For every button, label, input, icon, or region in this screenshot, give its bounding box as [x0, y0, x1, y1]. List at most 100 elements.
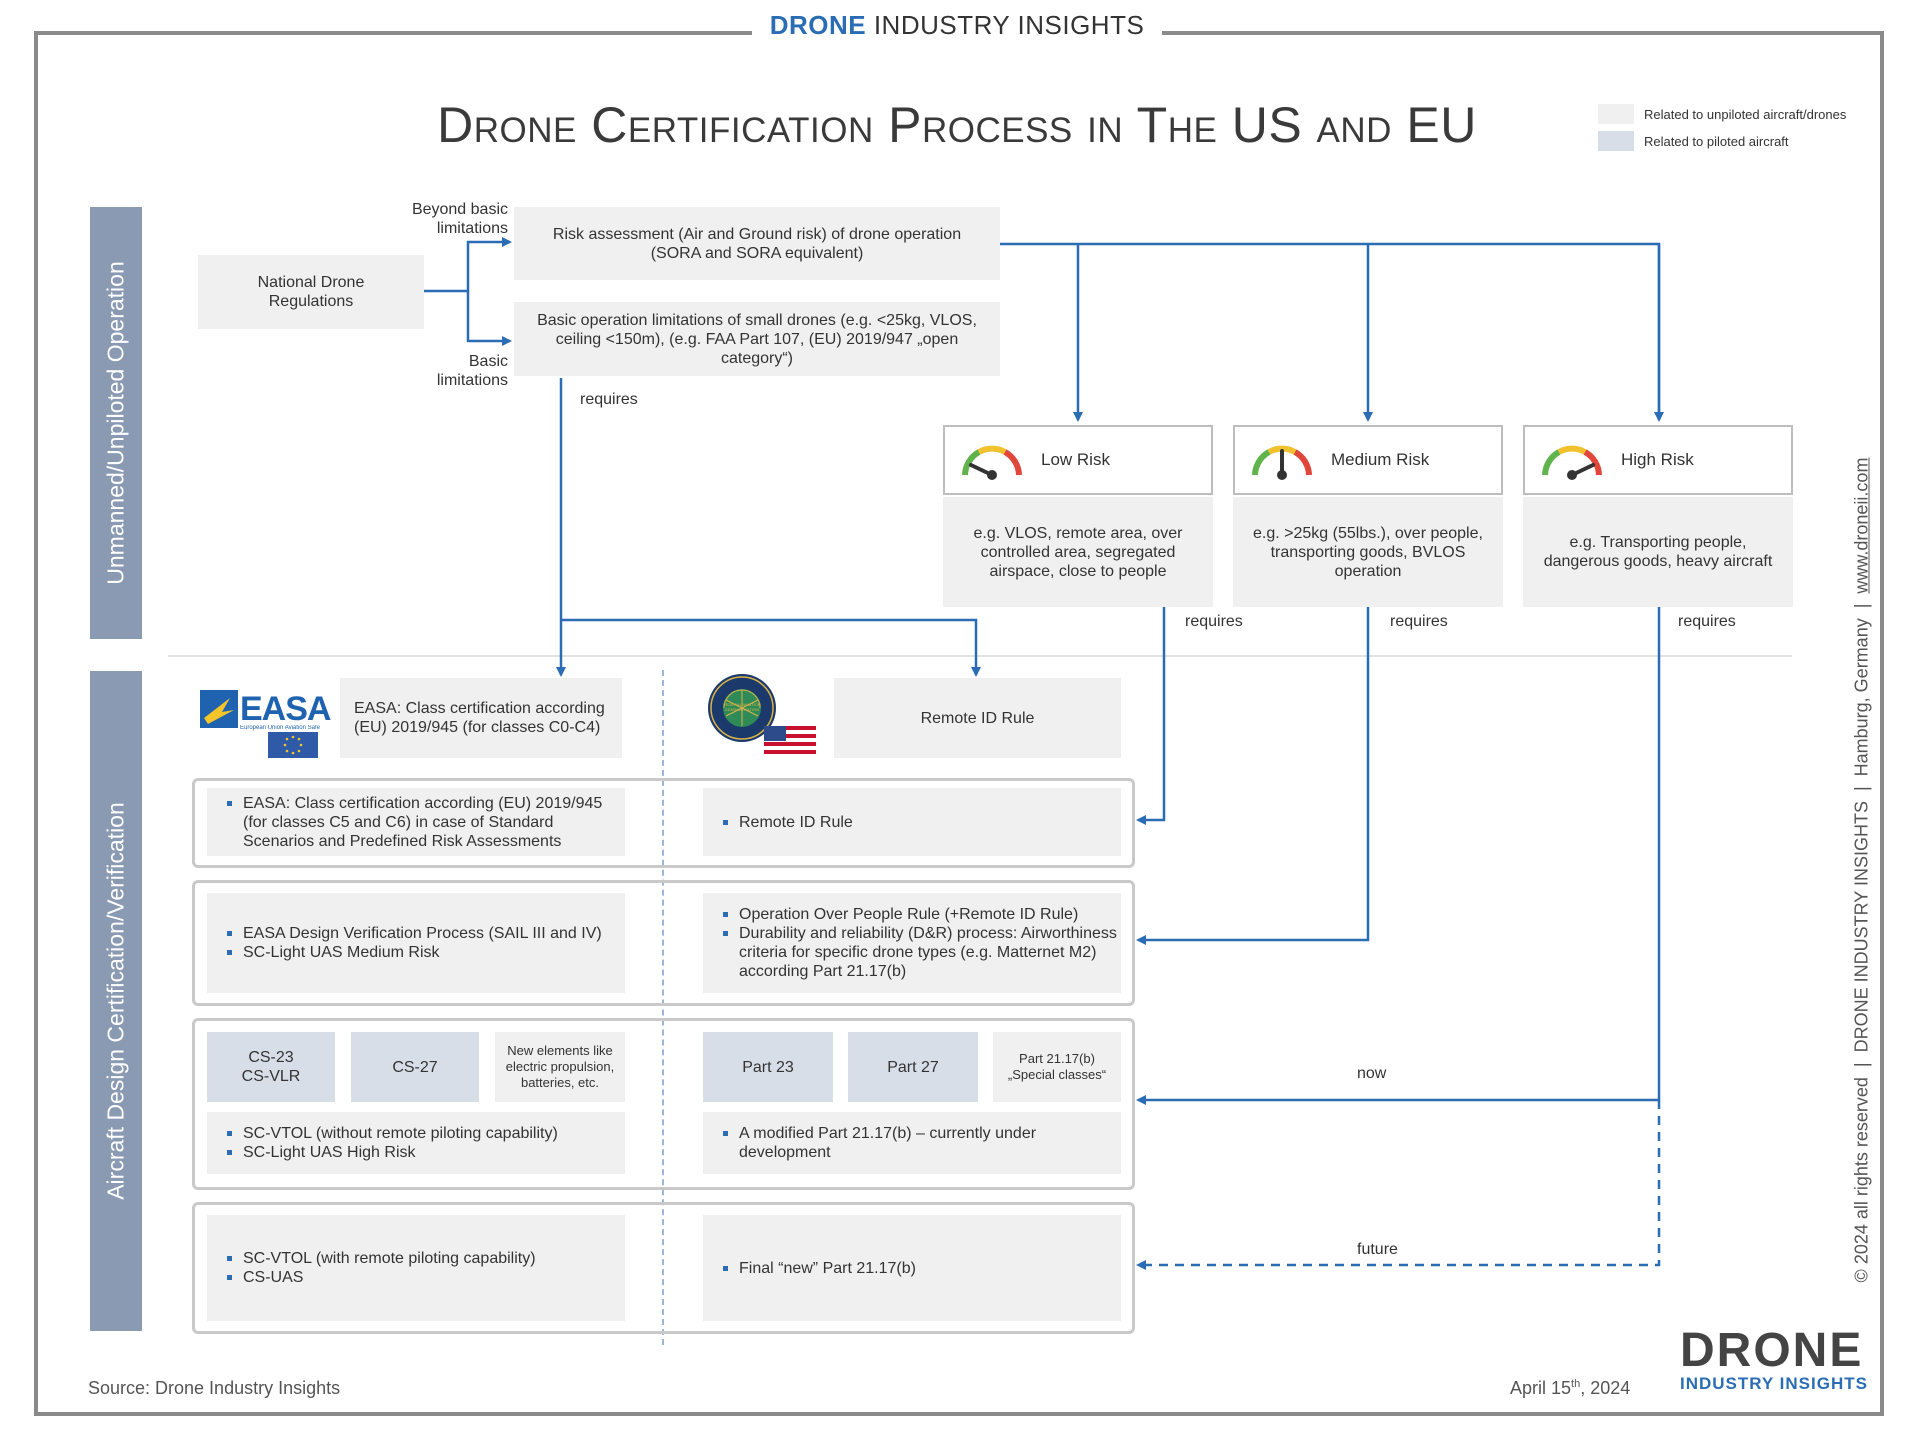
easa-logo: EASA European Union Aviation Safety Agen… — [200, 688, 331, 760]
risk-card-medium: Medium Risk e.g. >25kg (55lbs.), over pe… — [1233, 425, 1503, 607]
footer-brand-logo: DRONE INDUSTRY INSIGHTS — [1680, 1324, 1870, 1394]
row2-right-item-1: Operation Over People Rule (+Remote ID R… — [723, 905, 1121, 924]
cs27-box: CS-27 — [351, 1032, 479, 1102]
row4-left-list: SC-VTOL (with remote piloting capability… — [207, 1215, 625, 1321]
row4-right-item: Final “new” Part 21.17(b) — [723, 1259, 1121, 1278]
row1-left-item: EASA: Class certification according (EU)… — [227, 794, 625, 851]
page-title: Drone Certification Process in The US an… — [437, 97, 1477, 153]
group-medium-risk — [192, 880, 1135, 1006]
date-year: , 2024 — [1580, 1378, 1631, 1398]
risk-card-high: High Risk e.g. Transporting people, dang… — [1523, 425, 1793, 607]
risk-card-low: Low Risk e.g. VLOS, remote area, over co… — [943, 425, 1213, 607]
eu-us-divider — [662, 670, 664, 1345]
section-divider — [168, 655, 1792, 657]
arrow-to-remote-id — [561, 618, 981, 677]
part23-box: Part 23 — [703, 1032, 833, 1102]
requires-label-medium: requires — [1390, 613, 1448, 630]
national-regulations-box: National Drone Regulations — [198, 255, 424, 329]
future-label: future — [1357, 1241, 1398, 1258]
now-label: now — [1357, 1065, 1387, 1082]
row2-left-item-2: SC-Light UAS Medium Risk — [227, 943, 625, 962]
new-elements-box: New elements like electric propulsion, b… — [495, 1032, 625, 1102]
row2-left-list: EASA Design Verification Process (SAIL I… — [207, 893, 625, 993]
arrow-to-basic-ops — [466, 291, 512, 346]
part27-box: Part 27 — [848, 1032, 978, 1102]
easa-logo-mark-icon — [200, 690, 318, 758]
legend-label-piloted: Related to piloted aircraft — [1644, 133, 1789, 149]
footer-brand-top: DRONE — [1680, 1324, 1864, 1377]
row4-right-list: Final “new” Part 21.17(b) — [703, 1215, 1121, 1321]
faa-logo: FEDERAL AVIATION ADMINISTRATION — [706, 672, 822, 758]
row3-left-item-2: SC-Light UAS High Risk — [227, 1143, 625, 1162]
us-flag-icon — [764, 726, 816, 754]
faa-seal-text: FEDERAL AVIATION ADMINISTRATION — [723, 702, 761, 712]
requires-label-low: requires — [1185, 613, 1243, 630]
legend-item-unpiloted: Related to unpiloted aircraft/drones — [1598, 104, 1846, 124]
risk-low-title: Low Risk — [1041, 450, 1110, 469]
legend-item-piloted: Related to piloted aircraft — [1598, 131, 1789, 151]
group-low-risk — [192, 778, 1135, 868]
row2-left-item-1: EASA Design Verification Process (SAIL I… — [227, 924, 625, 943]
top-brand-bold: DRONE — [769, 10, 867, 40]
gauge-low-icon — [962, 445, 1022, 480]
row2-right-item-2: Durability and reliability (D&R) process… — [723, 924, 1121, 981]
risk-assessment-box: Risk assessment (Air and Ground risk) of… — [514, 207, 1000, 280]
arrow-to-risk-assessment — [424, 237, 512, 293]
risk-high-desc: e.g. Transporting people, dangerous good… — [1523, 497, 1793, 607]
risk-medium-title: Medium Risk — [1331, 450, 1430, 469]
remote-id-rule-box: Remote ID Rule — [834, 678, 1121, 758]
risk-medium-desc: e.g. >25kg (55lbs.), over people, transp… — [1233, 497, 1503, 607]
requires-label-high: requires — [1678, 613, 1736, 630]
cs23-box: CS-23 CS-VLR — [207, 1032, 335, 1102]
row3-left-list: SC-VTOL (without remote piloting capabil… — [207, 1112, 625, 1174]
copyright-credit: © 2024 all rights reserved | DRONE INDUS… — [1852, 458, 1873, 1283]
row3-left-item-1: SC-VTOL (without remote piloting capabil… — [227, 1124, 625, 1143]
risk-card-high-header: High Risk — [1523, 425, 1793, 495]
basic-limitations-label: Basic limitations — [436, 353, 508, 389]
row1-left-list: EASA: Class certification according (EU)… — [207, 788, 625, 856]
top-brand-rest: INDUSTRY INSIGHTS — [873, 10, 1145, 40]
row4-left-item-1: SC-VTOL (with remote piloting capability… — [227, 1249, 625, 1268]
arrow-medium-risk-requires — [1136, 603, 1370, 945]
date-sup: th — [1571, 1378, 1581, 1390]
credit-url[interactable]: www.droneii.com — [1851, 457, 1872, 594]
risk-card-medium-header: Medium Risk — [1233, 425, 1503, 495]
row3-right-list: A modified Part 21.17(b) – currently und… — [703, 1112, 1121, 1174]
easa-logo-subtext: European Union Aviation Safety Agency — [240, 725, 320, 731]
easa-class-cert-box: EASA: Class certification according (EU)… — [340, 678, 622, 758]
row1-right-item: Remote ID Rule — [723, 813, 1121, 832]
credit-text: © 2024 all rights reserved | DRONE INDUS… — [1851, 593, 1872, 1283]
arrow-low-risk-requires — [1136, 603, 1166, 825]
risk-card-low-header: Low Risk — [943, 425, 1213, 495]
source-note: Source: Drone Industry Insights — [88, 1378, 341, 1398]
gauge-medium-icon — [1252, 445, 1312, 480]
line-risk-assessment-branch — [1000, 242, 1661, 420]
risk-high-title: High Risk — [1621, 450, 1694, 469]
group-high-risk-now — [192, 1018, 1135, 1190]
sidebar-unmanned-operation: Unmanned/Unpiloted Operation — [90, 207, 142, 639]
row3-right-item: A modified Part 21.17(b) – currently und… — [723, 1124, 1121, 1162]
arrow-high-risk-future — [1136, 1100, 1661, 1270]
row1-right-list: Remote ID Rule — [703, 788, 1121, 856]
footer-brand-bottom: INDUSTRY INSIGHTS — [1680, 1374, 1868, 1393]
row4-left-item-2: CS-UAS — [227, 1268, 625, 1287]
legend-label-unpiloted: Related to unpiloted aircraft/drones — [1644, 106, 1847, 122]
basic-operations-box: Basic operation limitations of small dro… — [514, 302, 1000, 376]
gauge-high-icon — [1542, 445, 1602, 480]
risk-low-desc: e.g. VLOS, remote area, over controlled … — [943, 497, 1213, 607]
easa-logo-text: EASA — [240, 690, 331, 728]
requires-label-basic: requires — [580, 391, 638, 408]
sidebar-design-certification: Aircraft Design Certification/Verificati… — [90, 671, 142, 1331]
legend-swatch-unpiloted — [1598, 104, 1634, 124]
beyond-limitations-label: Beyond basic limitations — [411, 201, 508, 237]
part2117b-special-box: Part 21.17(b) „Special classes“ — [993, 1032, 1121, 1102]
legend-swatch-piloted — [1598, 131, 1634, 151]
faa-seal-icon — [708, 674, 816, 754]
top-brand: DRONE INDUSTRY INSIGHTS — [0, 10, 1914, 41]
date-stamp: April 15th, 2024 — [1510, 1378, 1630, 1399]
row2-right-list: Operation Over People Rule (+Remote ID R… — [703, 893, 1121, 993]
date-main: April 15 — [1510, 1378, 1572, 1398]
group-high-risk-future — [192, 1202, 1135, 1334]
